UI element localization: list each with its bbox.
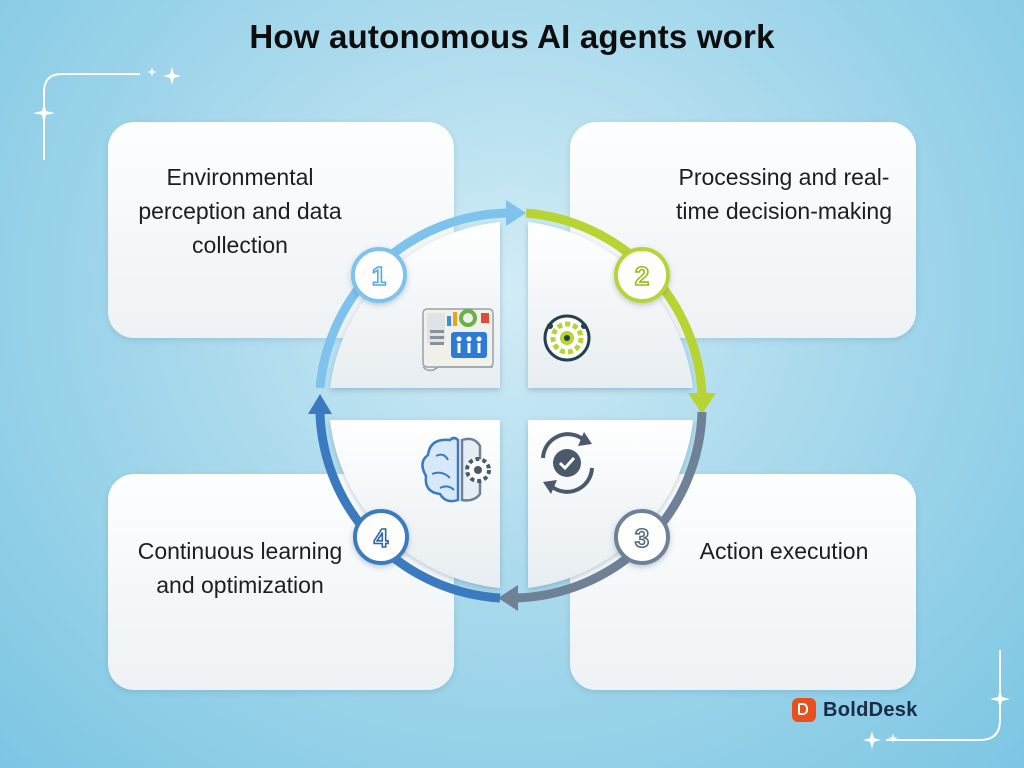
step-1-card: Environmental perception and data collec… (108, 122, 454, 338)
step-2-badge: 2 (614, 247, 670, 303)
step-2-label: Processing and real-time decision-making (675, 164, 893, 224)
step-4-label: Continuous learning and optimization (137, 538, 343, 598)
step-1-badge: 1 (351, 247, 407, 303)
brain-gear-icon (421, 436, 491, 503)
step-4-badge: 4 (353, 509, 409, 565)
quadrant-2 (528, 222, 693, 388)
step-2-number: 2 (635, 261, 649, 291)
bolddesk-logo: BoldDesk (792, 698, 918, 722)
bolddesk-logo-text: BoldDesk (823, 698, 918, 721)
step-3-badge: 3 (614, 509, 670, 565)
page-title: How autonomous AI agents work (249, 18, 775, 55)
decision-gears-icon (543, 314, 591, 362)
sparkle-decoration-top-left (33, 67, 181, 160)
step-4-number: 4 (374, 523, 389, 553)
step-1-number: 1 (372, 261, 386, 291)
step-3-label: Action execution (699, 538, 869, 564)
quadrant-3 (528, 420, 693, 588)
report-chart-icon (422, 308, 494, 372)
sparkle-decoration-bottom-right (863, 650, 1010, 749)
bolddesk-logo-mark-icon (792, 698, 816, 722)
step-1-label: Environmental perception and data collec… (138, 164, 342, 258)
step-3-number: 3 (635, 523, 649, 553)
cycle-check-icon (541, 432, 594, 494)
